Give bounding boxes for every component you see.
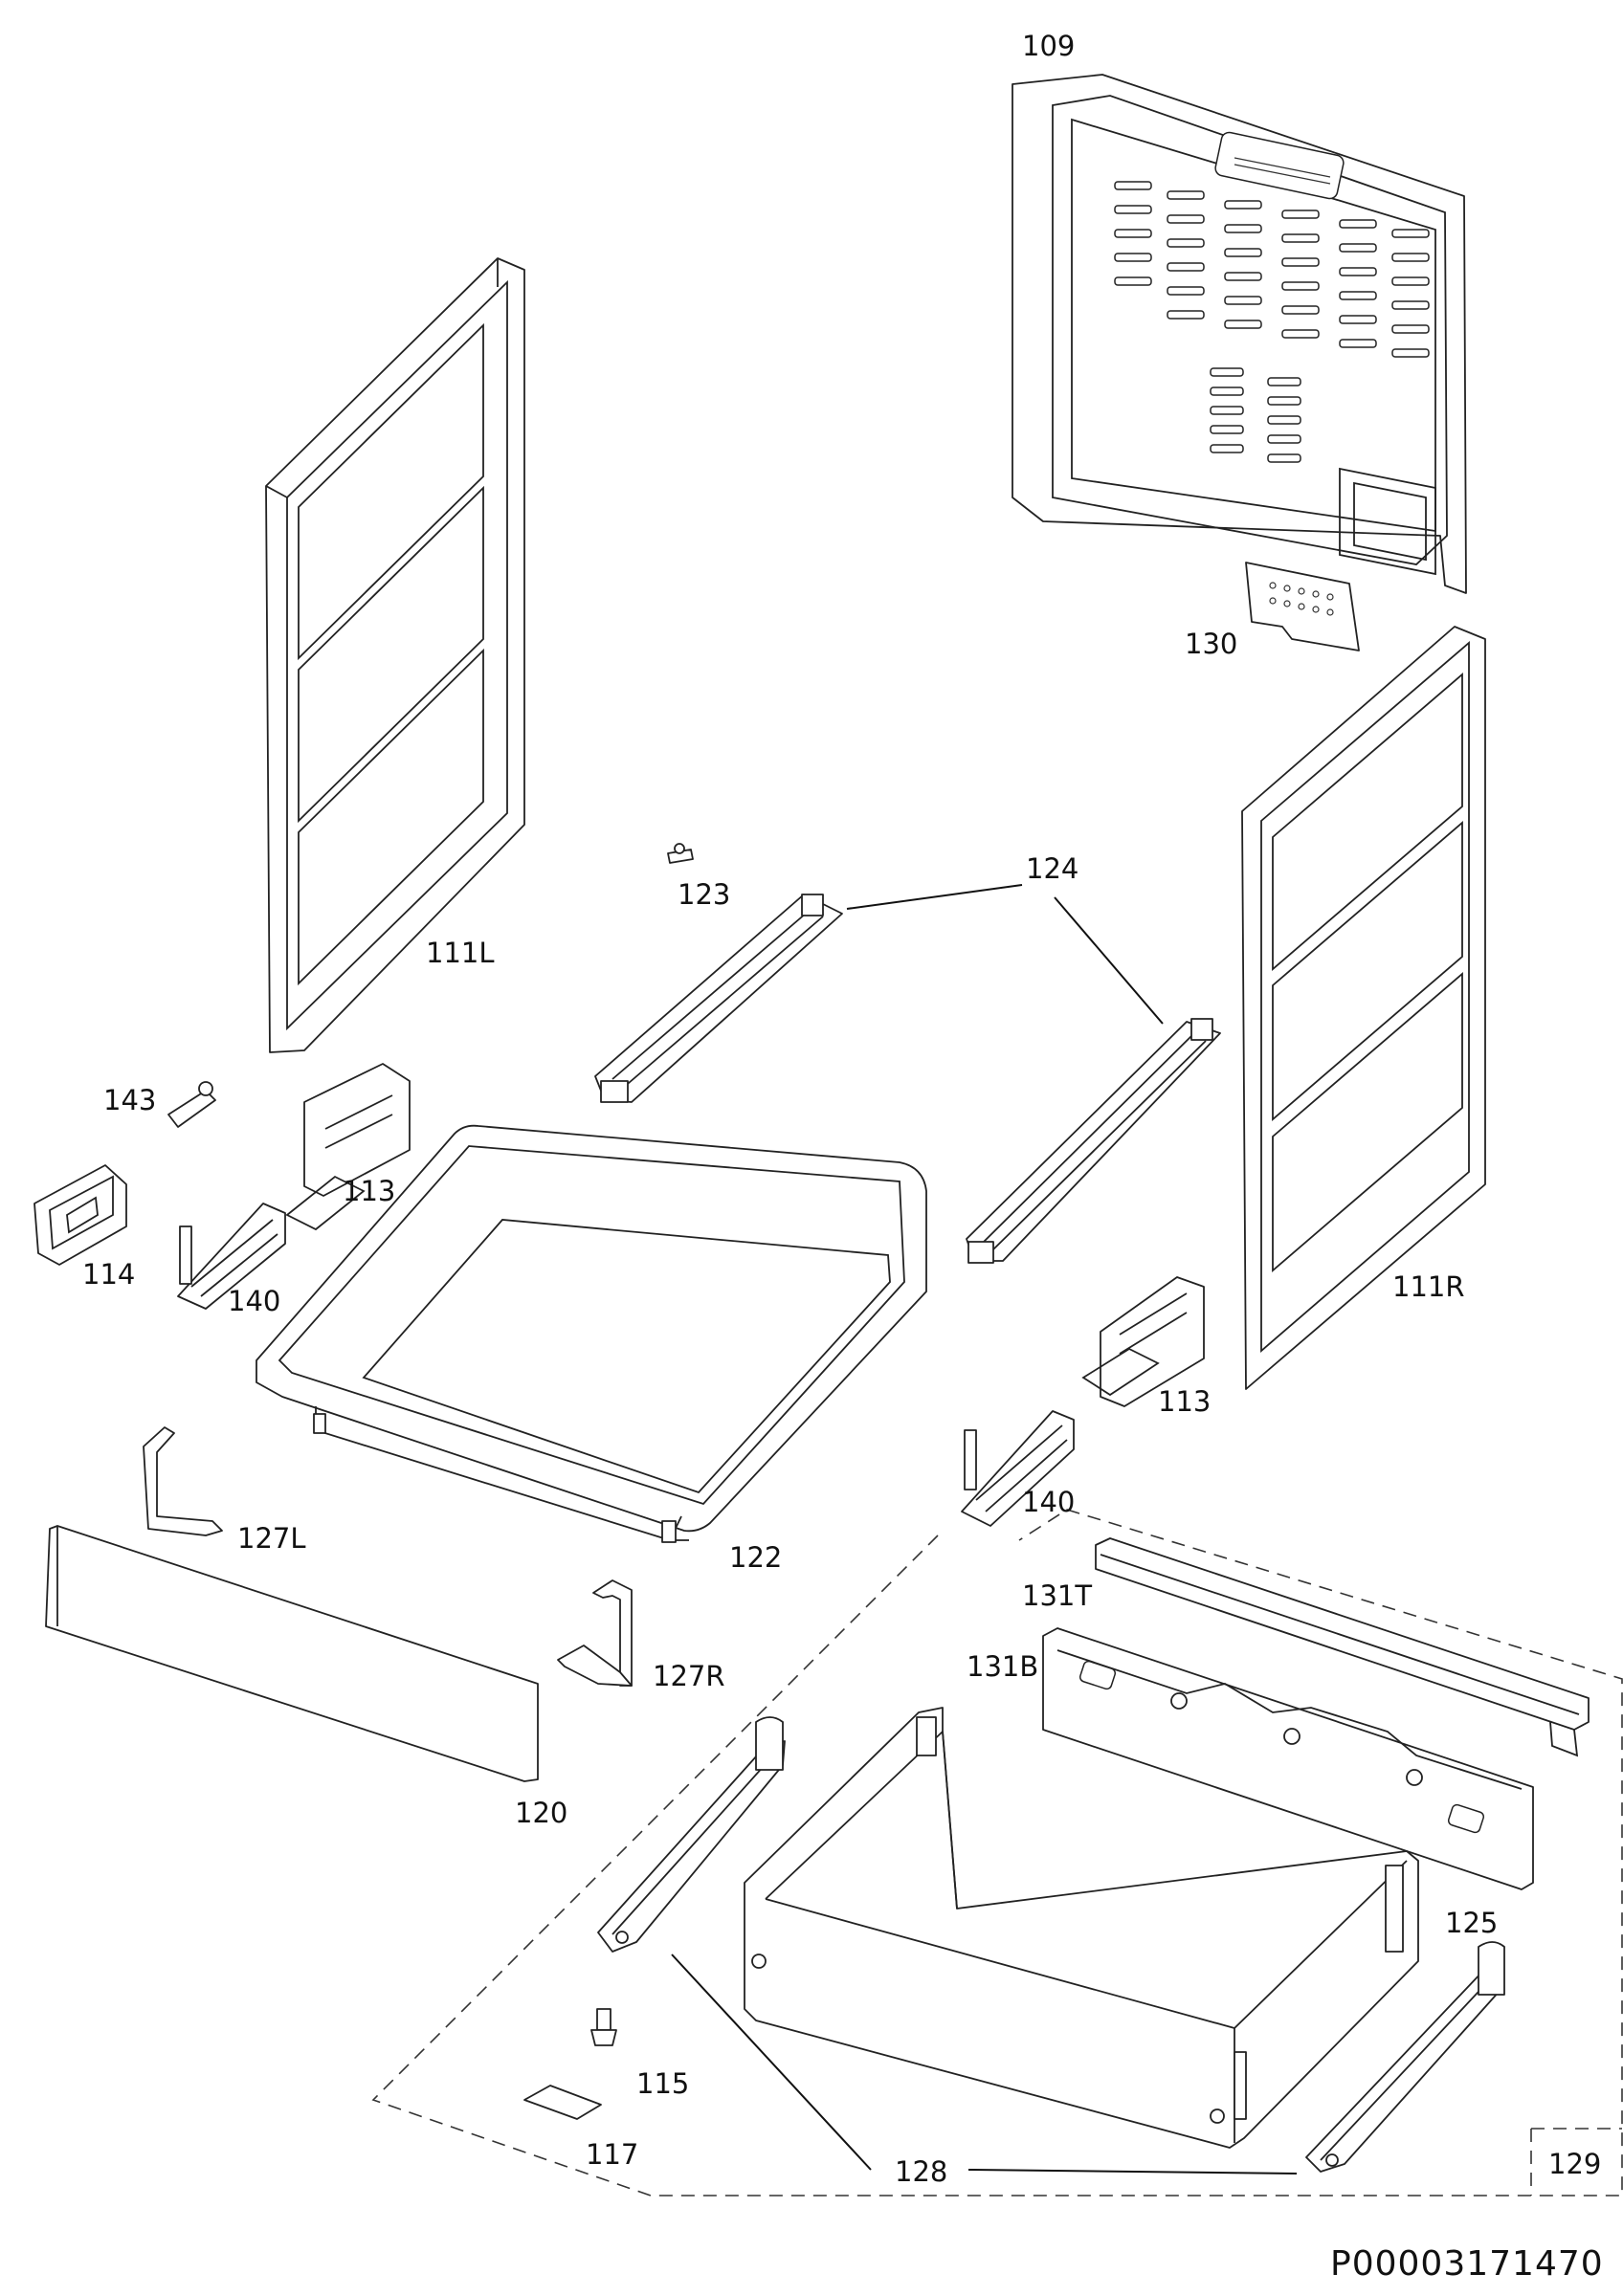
- part-120-front-panel: [45, 1525, 539, 1782]
- part-128-slide-right: [1305, 1941, 1505, 2173]
- label-129: 129: [1548, 2148, 1601, 2180]
- part-115-foot: [590, 2008, 617, 2046]
- label-131B: 131B: [967, 1650, 1038, 1683]
- vent-slots: [1114, 181, 1430, 463]
- label-128: 128: [895, 2155, 947, 2188]
- label-131T: 131T: [1022, 1579, 1092, 1612]
- label-140-right: 140: [1022, 1486, 1075, 1518]
- label-111R: 111R: [1392, 1270, 1465, 1303]
- part-113-bracket-left: [285, 1063, 411, 1231]
- label-130: 130: [1185, 628, 1237, 660]
- part-117-plate: [523, 2085, 602, 2120]
- document-code: P00003171470: [1330, 2244, 1604, 2284]
- label-113-left: 113: [343, 1175, 395, 1207]
- part-140-hinge-right: [961, 1410, 1075, 1527]
- assembly-129-outline: [371, 1509, 1623, 2197]
- part-111R-right-side-panel: [1241, 626, 1486, 1390]
- part-131T-rail: [1095, 1537, 1590, 1757]
- part-128-slide-left: [597, 1716, 786, 1953]
- label-120: 120: [515, 1797, 567, 1829]
- part-130-bracket: [1245, 562, 1360, 651]
- leader-128b: [967, 2169, 1298, 2175]
- part-140-hinge-left: [177, 1203, 286, 1310]
- part-131B-rail: [1042, 1627, 1534, 1890]
- label-113-right: 113: [1158, 1385, 1211, 1418]
- part-125-drawer-carcass: [744, 1707, 1419, 2149]
- part-123-pin: [667, 843, 694, 864]
- part-124-runner-left: [594, 894, 843, 1103]
- leader-124b: [1054, 896, 1164, 1025]
- label-123: 123: [678, 878, 730, 911]
- label-124: 124: [1026, 852, 1078, 885]
- label-143: 143: [103, 1084, 156, 1116]
- label-125: 125: [1445, 1907, 1498, 1939]
- label-122: 122: [729, 1541, 782, 1574]
- label-115: 115: [636, 2067, 689, 2100]
- part-143-pin: [167, 1081, 216, 1128]
- part-127L-bracket: [143, 1426, 223, 1536]
- part-111L-left-side-panel: [265, 257, 525, 1053]
- leader-128a: [671, 1954, 872, 2171]
- label-127L: 127L: [237, 1522, 306, 1555]
- leader-124a: [846, 884, 1023, 910]
- label-117: 117: [586, 2138, 638, 2171]
- part-113-bracket-right: [1081, 1276, 1205, 1407]
- part-127R-bracket: [557, 1579, 633, 1687]
- part-122-drawer-tray: [256, 1124, 927, 1543]
- label-111L: 111L: [426, 937, 495, 969]
- label-127R: 127R: [653, 1660, 725, 1692]
- label-140-left: 140: [228, 1285, 280, 1317]
- part-124-runner-right: [966, 1018, 1221, 1264]
- label-114: 114: [82, 1258, 135, 1291]
- label-109: 109: [1022, 30, 1075, 62]
- part-114-latch: [33, 1164, 127, 1266]
- part-109-back-panel: [1012, 74, 1467, 594]
